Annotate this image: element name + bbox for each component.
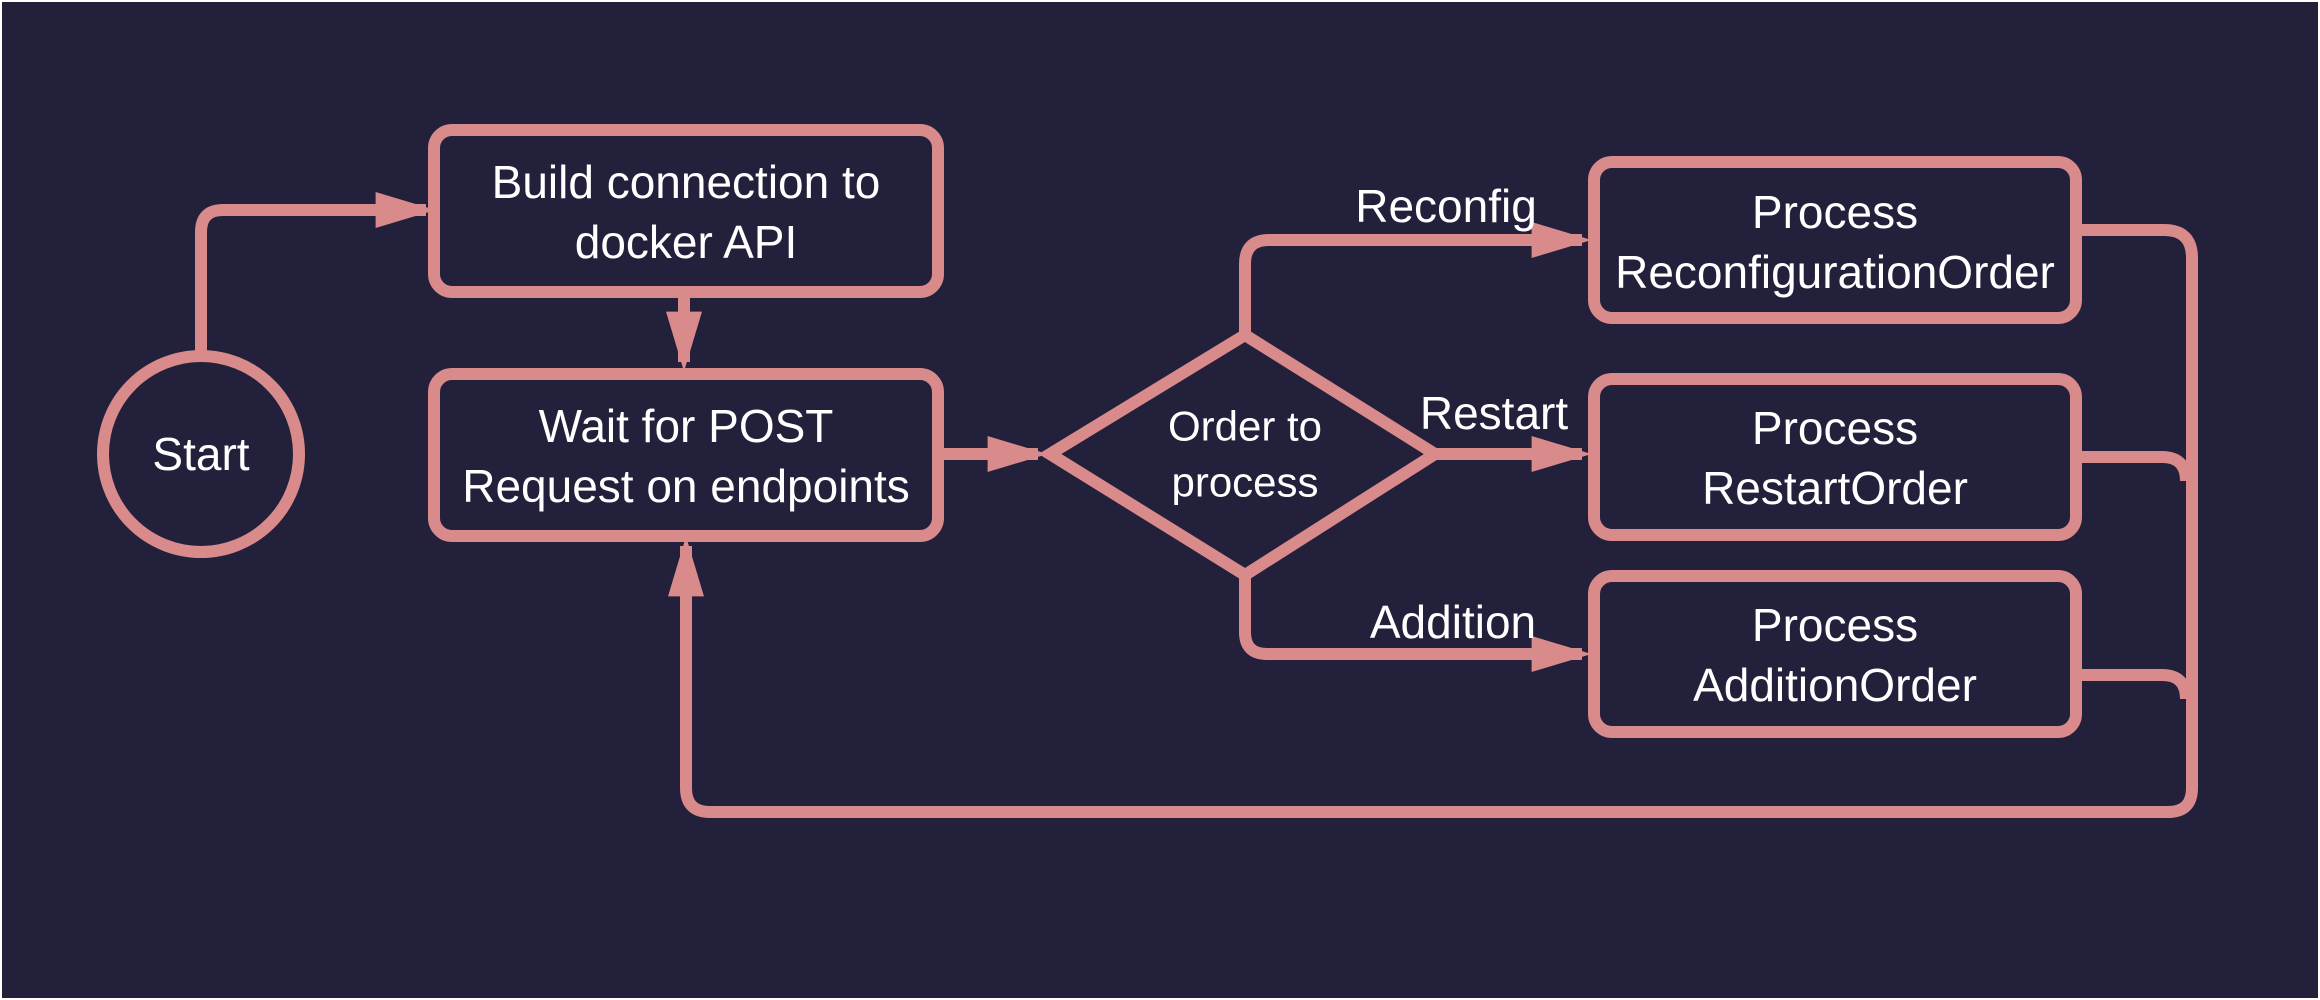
edge-addition-return — [2076, 669, 2192, 700]
start-node: Start — [97, 350, 305, 558]
addition-process-label-line-1: Process — [1752, 599, 1918, 651]
decision-label-line-1: Order to — [1168, 403, 1322, 450]
build-label-line-1: Build connection to — [492, 156, 881, 208]
restart-process-label-line-1: Process — [1752, 402, 1918, 454]
edge-reconfig-return — [2076, 224, 2198, 818]
reconfig-process-label-line-1: Process — [1752, 186, 1918, 238]
edge-restart-return — [2076, 451, 2192, 482]
reconfig-process-label-line-2: ReconfigurationOrder — [1615, 246, 2055, 298]
edge-decision-to-reconfig — [1239, 222, 1592, 335]
start-label: Start — [152, 428, 249, 480]
edge-return-to-wait — [668, 536, 2172, 818]
process-addition-node: Process AdditionOrder — [1588, 570, 2082, 738]
order-decision-node: Order to process — [1038, 327, 1447, 583]
edge-label-reconfig: Reconfig — [1355, 180, 1537, 232]
edge-label-addition: Addition — [1370, 596, 1536, 648]
edge-start-to-build — [195, 192, 436, 352]
build-label-line-2: docker API — [575, 216, 797, 268]
edge-label-restart: Restart — [1420, 387, 1568, 439]
restart-process-label-line-2: RestartOrder — [1702, 462, 1968, 514]
process-reconfiguration-node: Process ReconfigurationOrder — [1588, 156, 2082, 324]
decision-label-line-2: process — [1171, 459, 1318, 506]
build-connection-node: Build connection to docker API — [428, 124, 944, 298]
process-restart-node: Process RestartOrder — [1588, 373, 2082, 541]
addition-process-label-line-2: AdditionOrder — [1693, 659, 1977, 711]
wait-label-line-1: Wait for POST — [539, 400, 834, 452]
edge-decision-to-addition — [1239, 575, 1592, 672]
wait-for-post-node: Wait for POST Request on endpoints — [428, 368, 944, 542]
wait-label-line-2: Request on endpoints — [462, 460, 910, 512]
